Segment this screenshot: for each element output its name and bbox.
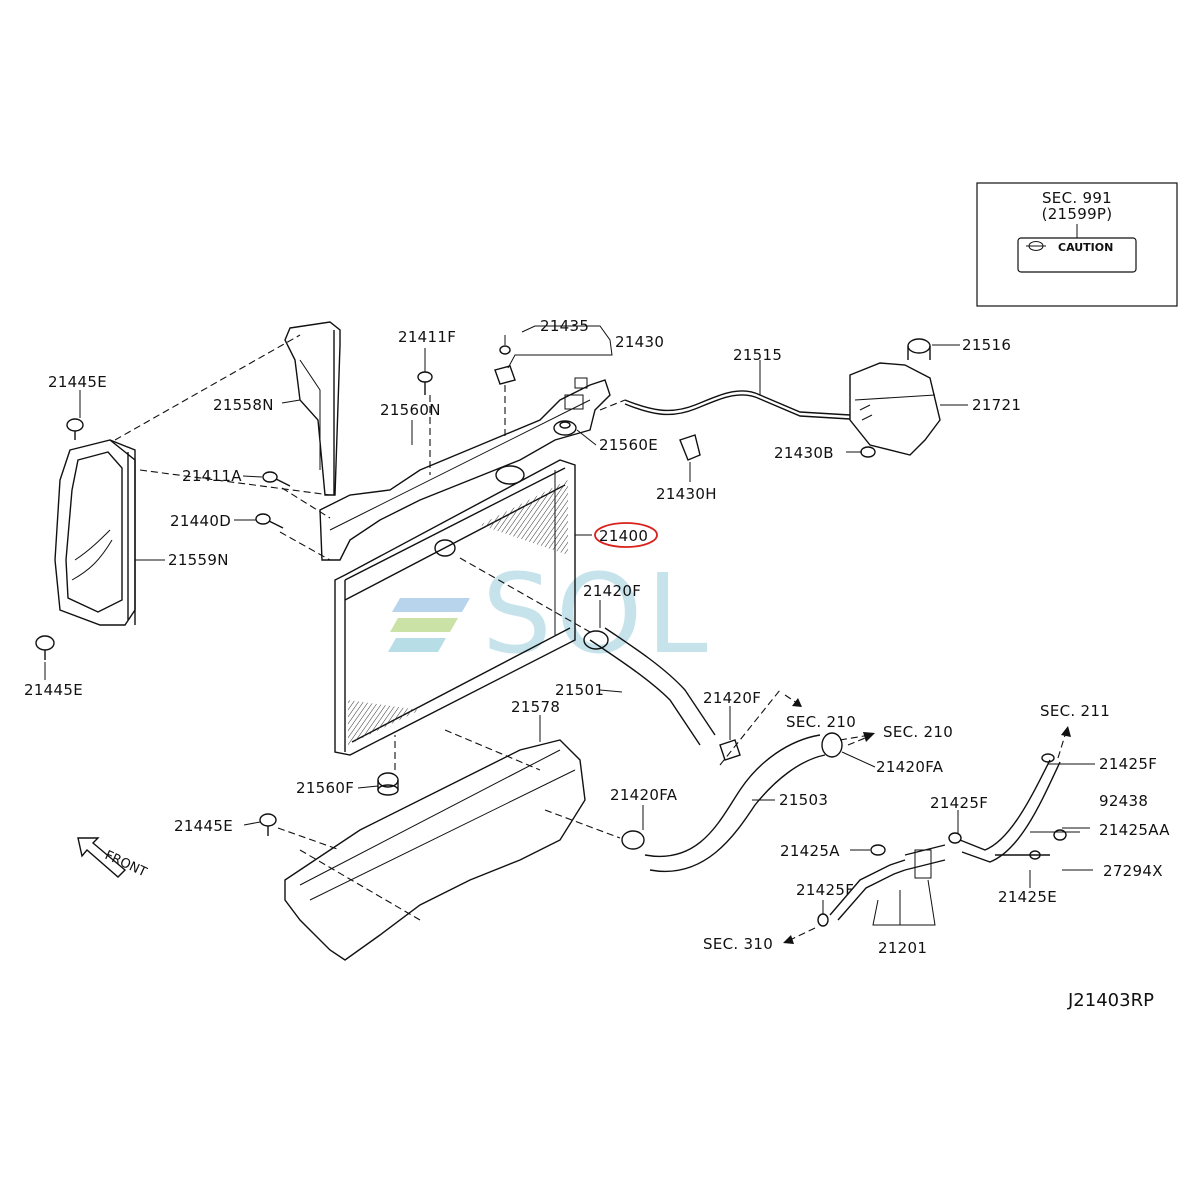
label-92438: 92438 — [1099, 792, 1148, 810]
arrow-sec211-icon — [1057, 726, 1071, 759]
label-21425F-c: 21425F — [796, 881, 854, 899]
label-21420FA-upper: 21420FA — [876, 758, 944, 776]
clip-21435 — [499, 345, 511, 355]
label-21425AA: 21425AA — [1099, 821, 1170, 839]
label-sec310: SEC. 310 — [703, 935, 773, 953]
label-27294X: 27294X — [1103, 862, 1163, 880]
bolt-21411A — [262, 471, 291, 487]
diagram-id: J21403RP — [1067, 990, 1154, 1011]
watermark-logo-icon — [388, 598, 470, 652]
caution-box-subtitle: (21599P) — [1042, 205, 1113, 223]
watermark-text: SOL — [482, 550, 712, 678]
clamp-21425F-hoseA — [1041, 753, 1055, 763]
label-21503: 21503 — [779, 791, 828, 809]
front-arrow-icon — [77, 837, 127, 878]
leader-lines — [44, 325, 1095, 926]
bracket-21558N — [284, 321, 341, 496]
label-21425E: 21425E — [998, 888, 1057, 906]
bolt-21411F — [417, 371, 433, 395]
label-21420F-mid: 21420F — [703, 689, 761, 707]
label-21721: 21721 — [972, 396, 1021, 414]
arrow-sec310-icon — [783, 927, 816, 944]
clip-21430H — [679, 434, 701, 461]
bolt-21425AA — [1053, 829, 1067, 841]
label-21425F-b: 21425F — [930, 794, 988, 812]
bolt-21445E-bottom — [259, 813, 277, 836]
label-21420F-upper: 21420F — [583, 582, 641, 600]
cover-21560N — [319, 377, 611, 561]
label-21420FA-lower: 21420FA — [610, 786, 678, 804]
watermark: SOL — [388, 550, 712, 678]
clip-21445E-top — [66, 418, 84, 440]
caution-label-text: CAUTION — [1058, 241, 1113, 254]
caution-box: SEC. 991 (21599P) CAUTION — [976, 182, 1178, 307]
label-21501: 21501 — [555, 681, 604, 699]
label-21435: 21435 — [540, 317, 589, 335]
front-label: FRONT — [102, 848, 149, 880]
label-sec211: SEC. 211 — [1040, 702, 1110, 720]
label-21445E-top: 21445E — [48, 373, 107, 391]
hose-21501 — [589, 627, 716, 746]
clamp-21420FA-upper — [821, 732, 843, 758]
label-21560F: 21560F — [296, 779, 354, 797]
highlight-21400 — [594, 522, 658, 548]
assembly-lines — [114, 334, 871, 921]
label-21558N: 21558N — [213, 396, 274, 414]
label-sec210-b: SEC. 210 — [883, 723, 953, 741]
label-21430: 21430 — [615, 333, 664, 351]
label-21560N: 21560N — [380, 401, 441, 419]
label-21430B: 21430B — [774, 444, 834, 462]
caution-box-title: SEC. 991 — [1042, 189, 1112, 207]
clip-21430 — [494, 365, 516, 385]
mount-21560E — [553, 420, 577, 436]
arrow-sec210-a-icon — [784, 694, 802, 707]
hose-21515 — [624, 390, 851, 420]
bolt-21425A — [870, 844, 886, 856]
hose-21503 — [644, 734, 826, 873]
label-21559N: 21559N — [168, 551, 229, 569]
label-21578: 21578 — [511, 698, 560, 716]
bolt-21440D — [255, 513, 284, 529]
hose-21201 — [829, 844, 946, 921]
label-sec210-a: SEC. 210 — [786, 713, 856, 731]
splash-guard-21578 — [284, 739, 586, 961]
label-21445E-left: 21445E — [24, 681, 83, 699]
bolt-21430B — [860, 446, 876, 458]
label-21411A: 21411A — [182, 467, 242, 485]
cap-21516 — [907, 338, 931, 360]
label-21411F: 21411F — [398, 328, 456, 346]
label-21515: 21515 — [733, 346, 782, 364]
clip-21445E-left — [35, 635, 55, 660]
label-21445E-bottom: 21445E — [174, 817, 233, 835]
label-21430H: 21430H — [656, 485, 717, 503]
part-labels: 21445E 21558N 21411F 21435 21430 21515 2… — [24, 317, 1170, 1011]
clamp-21425F-hoseB — [948, 832, 962, 844]
clamp-21425F-hoseC — [817, 913, 829, 927]
label-21425F-a: 21425F — [1099, 755, 1157, 773]
clamp-21420FA-lower — [621, 830, 645, 850]
label-21560E: 21560E — [599, 436, 658, 454]
reservoir-21721 — [849, 362, 941, 456]
mount-21560F — [377, 772, 399, 796]
label-21440D: 21440D — [170, 512, 231, 530]
clamp-21420F-upper — [583, 630, 609, 650]
label-21400: 21400 — [599, 527, 648, 545]
arrow-sec210-b-icon — [847, 732, 875, 746]
label-21201: 21201 — [878, 939, 927, 957]
clamp-21420F-mid — [719, 739, 741, 761]
fan-shroud-21559N — [54, 439, 136, 626]
hose-92438 — [959, 759, 1061, 863]
radiator-21400 — [334, 459, 576, 756]
label-21516: 21516 — [962, 336, 1011, 354]
label-21425A: 21425A — [780, 842, 840, 860]
bolt-21425E — [1029, 850, 1041, 860]
caution-label-icon — [1026, 241, 1046, 251]
